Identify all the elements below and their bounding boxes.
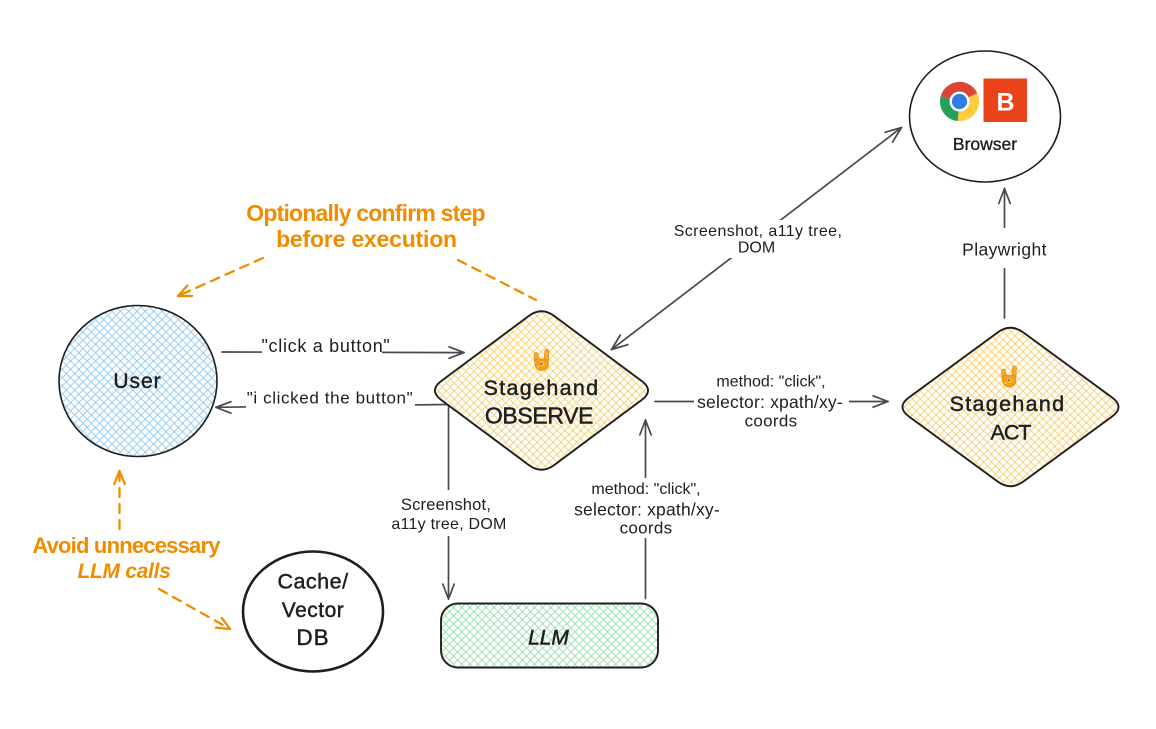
svg-text:LLM: LLM: [528, 627, 569, 650]
svg-text:Screenshot,: Screenshot,: [401, 496, 491, 514]
svg-text:Stagehand: Stagehand: [950, 392, 1066, 416]
svg-text:Browser: Browser: [953, 134, 1017, 154]
svg-text:Cache/: Cache/: [277, 570, 348, 594]
svg-text:Vector: Vector: [282, 599, 345, 622]
svg-text:a11y tree, DOM: a11y tree, DOM: [391, 516, 506, 533]
svg-text:User: User: [113, 370, 161, 393]
svg-text:OBSERVE: OBSERVE: [485, 402, 593, 428]
svg-text:method: "click",: method: "click",: [591, 481, 700, 498]
svg-text:DOM: DOM: [738, 240, 775, 257]
svg-text:method: "click",: method: "click",: [716, 374, 825, 391]
svg-text:DB: DB: [296, 625, 329, 650]
svg-text:coords: coords: [620, 519, 673, 538]
svg-text:ACT: ACT: [991, 421, 1032, 445]
svg-text:Avoid unnecessary: Avoid unnecessary: [32, 533, 221, 558]
svg-text:before execution: before execution: [276, 226, 457, 252]
svg-text:LLM calls: LLM calls: [78, 560, 171, 583]
svg-text:"i clicked the button": "i clicked the button": [247, 389, 414, 408]
svg-text:selector: xpath/xy-: selector: xpath/xy-: [697, 392, 843, 412]
svg-text:B: B: [996, 89, 1014, 117]
svg-text:Optionally confirm step: Optionally confirm step: [246, 200, 485, 226]
svg-text:selector: xpath/xy-: selector: xpath/xy-: [574, 500, 720, 520]
svg-text:"click a button": "click a button": [261, 336, 390, 356]
svg-text:Playwright: Playwright: [962, 240, 1047, 260]
svg-text:coords: coords: [745, 412, 798, 431]
svg-text:Screenshot, a11y tree,: Screenshot, a11y tree,: [674, 223, 843, 240]
svg-text:Stagehand: Stagehand: [484, 376, 600, 400]
